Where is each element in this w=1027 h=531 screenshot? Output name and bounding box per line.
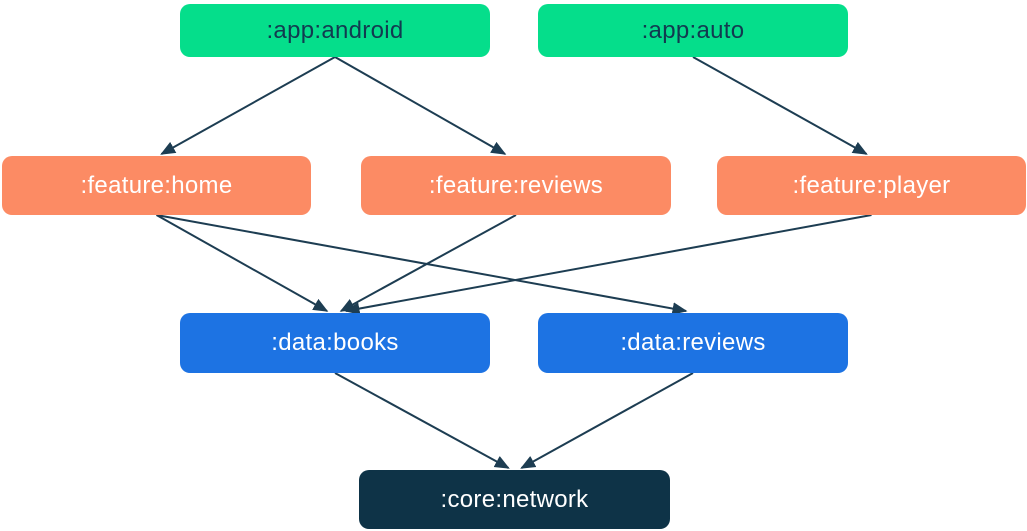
edge-app-android-to-feature-reviews [334, 56, 507, 155]
node-label: :core:network [440, 485, 589, 513]
node-core-network: :core:network [359, 470, 670, 529]
node-data-reviews: :data:reviews [538, 313, 848, 373]
node-label: :feature:player [792, 171, 951, 199]
node-feature-home: :feature:home [2, 156, 311, 215]
node-feature-reviews: :feature:reviews [361, 156, 671, 215]
edge-feature-home-to-data-reviews [156, 214, 688, 315]
edge-feature-home-to-data-books [156, 214, 329, 312]
node-label: :feature:home [80, 171, 233, 199]
node-feature-player: :feature:player [717, 156, 1026, 215]
edge-app-android-to-feature-home [160, 56, 336, 155]
node-label: :data:books [271, 329, 399, 356]
edge-app-auto-to-feature-player [692, 56, 868, 155]
node-app-android: :app:android [180, 4, 490, 57]
node-label: :feature:reviews [428, 171, 604, 199]
edge-feature-reviews-to-data-books [339, 214, 517, 312]
edge-data-reviews-to-core-network [520, 372, 694, 469]
node-app-auto: :app:auto [538, 4, 848, 57]
node-label: :app:auto [641, 16, 745, 44]
node-label: :app:android [266, 16, 404, 44]
node-label: :data:reviews [620, 329, 766, 356]
edge-feature-player-to-data-books [344, 214, 872, 315]
node-data-books: :data:books [180, 313, 490, 373]
edge-data-books-to-core-network [334, 372, 510, 469]
